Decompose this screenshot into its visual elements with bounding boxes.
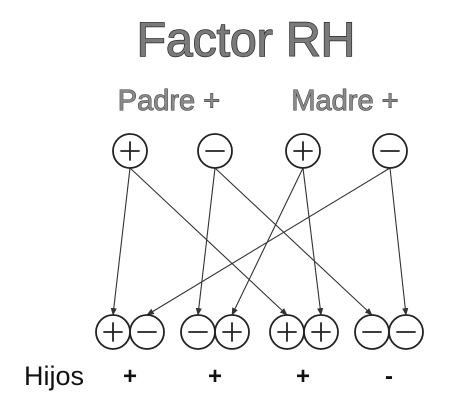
children-results: + + + - — [123, 363, 393, 390]
minus-allele — [129, 314, 165, 350]
plus-allele — [112, 133, 148, 169]
child-pair — [269, 314, 339, 350]
plus-allele — [285, 133, 321, 169]
plus-allele — [269, 314, 305, 350]
child-result: + — [123, 363, 137, 390]
cross-arrow — [195, 167, 216, 316]
minus-allele — [354, 314, 390, 350]
child-pair — [354, 314, 424, 350]
child-result: - — [385, 363, 393, 390]
child-pair — [180, 314, 250, 350]
cross-arrow — [110, 167, 131, 316]
mother-label: Madre + — [291, 85, 398, 117]
father-label: Padre + — [118, 85, 220, 117]
cross-arrow — [129, 167, 288, 316]
minus-allele — [180, 314, 216, 350]
parent-alleles — [112, 133, 408, 169]
plus-allele — [95, 314, 131, 350]
plus-allele — [303, 314, 339, 350]
minus-allele — [372, 133, 408, 169]
minus-allele — [197, 133, 233, 169]
cross-arrows — [110, 167, 409, 316]
child-allele-pairs — [95, 314, 424, 350]
child-result: + — [208, 363, 222, 390]
children-label: Hijos — [24, 361, 84, 391]
child-pair — [95, 314, 165, 350]
cross-arrow — [146, 167, 391, 316]
cross-arrow — [214, 167, 373, 316]
diagram-title: Factor RH — [137, 14, 356, 67]
child-result: + — [296, 363, 310, 390]
cross-arrow — [302, 167, 324, 316]
cross-arrow — [389, 167, 409, 316]
plus-allele — [214, 314, 250, 350]
minus-allele — [388, 314, 424, 350]
